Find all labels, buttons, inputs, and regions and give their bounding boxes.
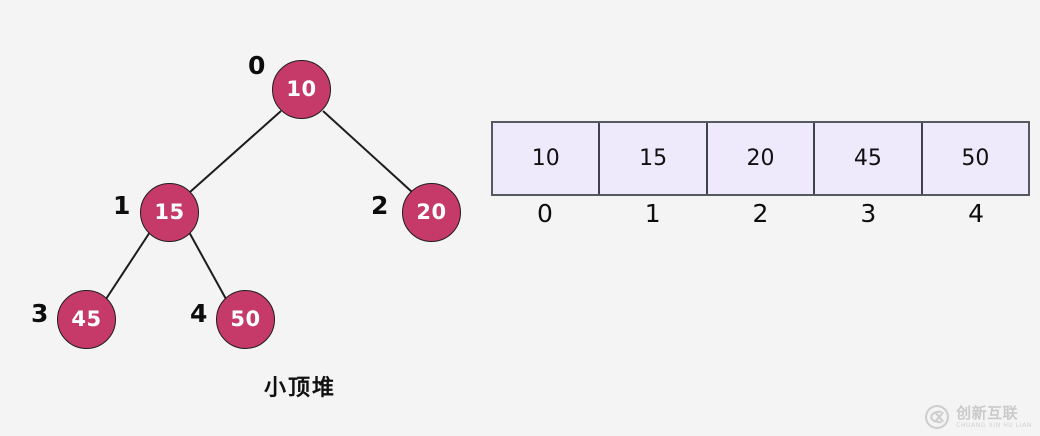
tree-edge-root-right [322,110,413,193]
array-cell-3[interactable]: 45 [815,123,923,194]
tree-edge-left-left [105,231,151,300]
array-index-3: 3 [860,199,877,228]
watermark-pinyin: CHUANG XIN HU LIAN [956,421,1032,429]
array-cell-4[interactable]: 50 [922,123,1029,194]
array-index-row: 0 1 2 3 4 [491,200,1030,228]
tree-node-index-1: 1 [113,191,131,220]
watermark-logo-icon [925,404,950,430]
array-cells-row: 10 15 20 45 50 [491,121,1030,196]
tree-edge-left-right [188,231,227,300]
heap-array: 10 15 20 45 50 0 1 2 3 4 [491,121,1030,228]
tree-node-index-0: 0 [248,51,266,80]
tree-node-index-4: 4 [190,299,208,328]
tree-node-0[interactable]: 10 [272,60,331,119]
array-index-4: 4 [968,199,985,228]
tree-node-2[interactable]: 20 [402,183,461,242]
array-cell-1[interactable]: 15 [600,123,708,194]
min-heap-tree: 0 10 1 15 2 20 3 45 4 50 小顶堆 [0,0,480,436]
tree-node-4[interactable]: 50 [216,290,275,349]
array-cell-0[interactable]: 10 [493,123,601,194]
watermark: 创新互联 CHUANG XIN HU LIAN [924,404,1032,430]
watermark-text: 创新互联 CHUANG XIN HU LIAN [956,403,1032,429]
tree-node-index-2: 2 [371,191,389,220]
watermark-chinese: 创新互联 [956,403,1019,422]
tree-node-3[interactable]: 45 [57,290,116,349]
array-index-0: 0 [536,199,553,228]
array-index-2: 2 [752,199,769,228]
tree-node-1[interactable]: 15 [140,183,199,242]
array-index-1: 1 [644,199,661,228]
tree-caption: 小顶堆 [263,376,336,401]
array-cell-2[interactable]: 20 [707,123,816,194]
tree-node-index-3: 3 [31,299,49,328]
tree-edge-root-left [189,110,282,193]
